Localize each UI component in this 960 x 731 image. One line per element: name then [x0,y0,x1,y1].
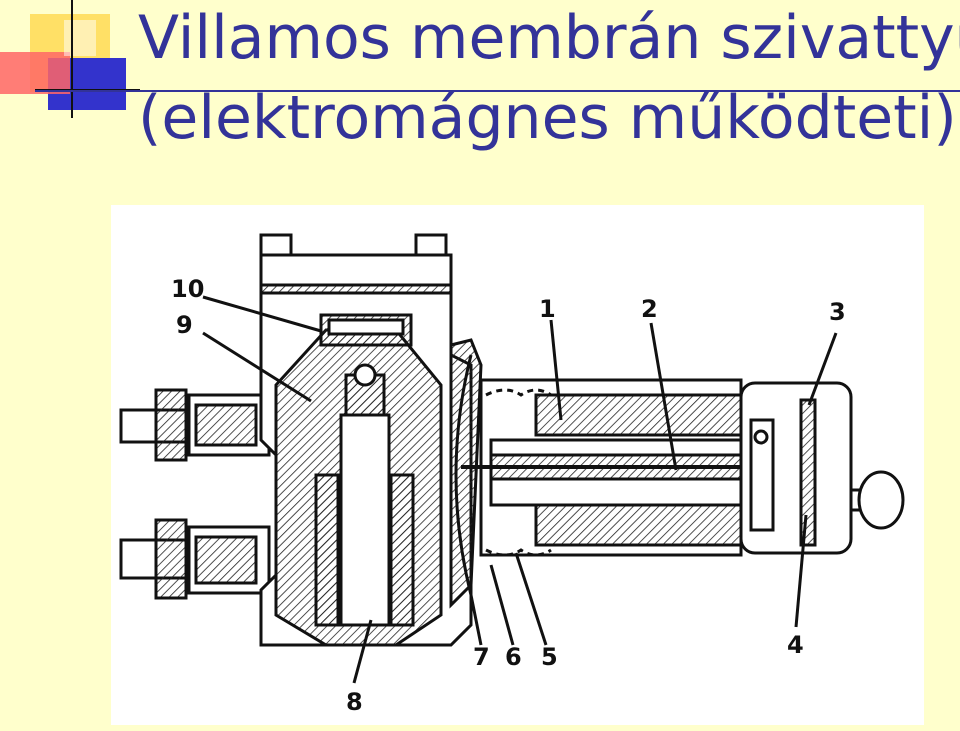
callout-label-6: 6 [505,643,522,671]
callout-label-2: 2 [641,295,658,323]
pump-drawing: 10 9 1 2 3 4 5 6 7 8 [119,233,905,716]
callout-label-10: 10 [171,275,204,303]
callout-label-3: 3 [829,298,846,326]
callout-label-4: 4 [787,631,804,659]
corner-decoration [0,0,140,118]
callout-label-7: 7 [473,643,490,671]
slide-title-line-2: (elektromágnes működteti) [138,83,957,153]
title-underline [35,90,960,92]
callout-label-1: 1 [539,295,556,323]
callout-label-8: 8 [346,688,363,716]
pump-cross-section-diagram: 10 9 1 2 3 4 5 6 7 8 [111,205,924,725]
slide-title-line-1: Villamos membrán szivattyú [138,3,960,73]
callout-label-5: 5 [541,643,558,671]
callout-label-9: 9 [176,311,193,339]
